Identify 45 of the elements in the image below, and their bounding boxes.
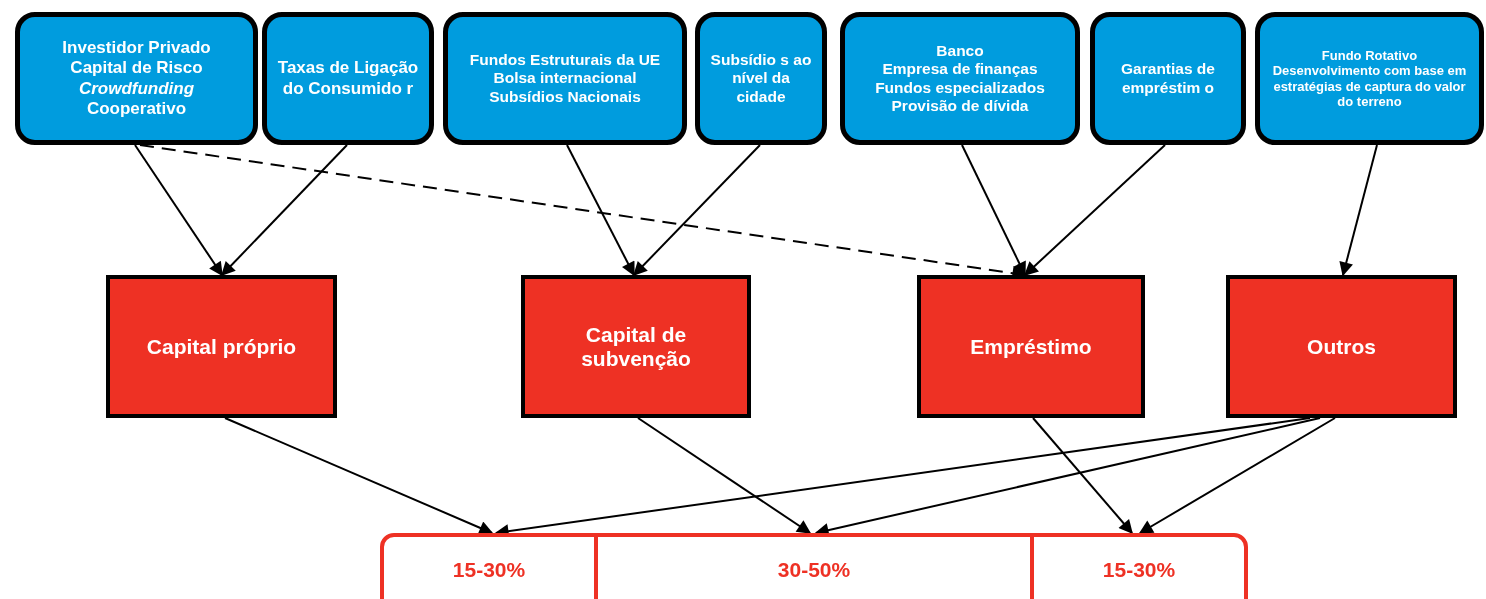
source-box (1255, 12, 1484, 145)
box-text: Capital de Risco (70, 58, 203, 79)
source-box (443, 12, 687, 145)
arrow (1032, 417, 1133, 535)
box-text: Empresa de finanças (882, 60, 1038, 79)
box-text: Fundo Rotativo (1321, 47, 1418, 64)
box-text: Provisão de dívida (891, 96, 1029, 116)
box-text: Fundos Estruturais da UE (469, 51, 661, 70)
box-text: Banco (936, 41, 984, 61)
box-text: 30-50% (777, 558, 851, 582)
box-text: Taxas de Ligação do Consumido r (276, 58, 420, 99)
arrow (221, 144, 348, 276)
arrow (961, 144, 1026, 277)
arrow (1339, 144, 1378, 277)
box-text: Subsídio s ao nível da cidade (709, 51, 813, 106)
box-text: 15-30% (1102, 558, 1176, 582)
box-text: Crowdfunding (78, 78, 195, 99)
category-box (106, 275, 337, 418)
box-text: Fundos especializados (875, 78, 1045, 97)
source-box (15, 12, 258, 145)
arrow (224, 417, 494, 535)
box-text: Subsídios Nacionais (489, 87, 641, 106)
source-box (1090, 12, 1246, 145)
category-box (917, 275, 1145, 418)
box-text: Capital de subvenção (580, 322, 692, 371)
box-text: Capital próprio (146, 334, 297, 359)
box-text: Cooperativo (86, 98, 187, 119)
category-box (521, 275, 751, 418)
box-text: 15-30% (452, 558, 526, 582)
box-text: Bolsa internacional (493, 69, 637, 88)
arrow (1138, 417, 1336, 534)
arrow (566, 144, 635, 277)
source-box (695, 12, 827, 145)
box-text: Investidor Privado (62, 38, 211, 59)
source-box (262, 12, 434, 145)
box-text: Desenvolvimento com base em estratégias de captura do valor do terreno (1271, 63, 1468, 110)
category-box (1226, 275, 1457, 418)
box-text: Empréstimo (970, 334, 1092, 359)
source-box (840, 12, 1080, 145)
arrow (1023, 144, 1166, 276)
arrow (134, 144, 223, 277)
box-text: Outros (1307, 334, 1376, 359)
arrow (633, 144, 761, 276)
box-text: Garantias de empréstim o (1120, 60, 1216, 97)
arrow (637, 417, 812, 534)
